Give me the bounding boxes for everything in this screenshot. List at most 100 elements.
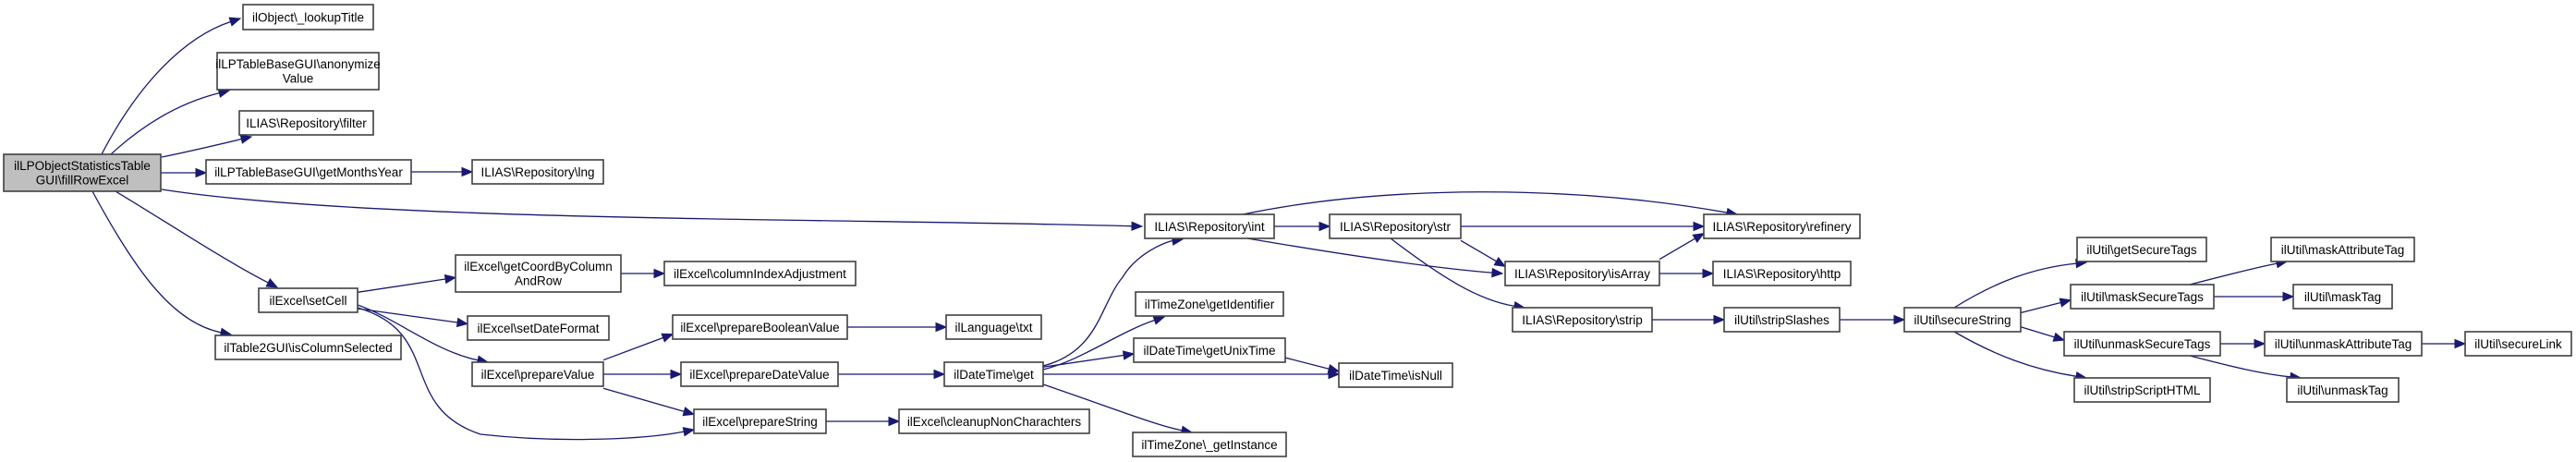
function-node[interactable]: ilLPTableBaseGUI\getMonthsYear bbox=[205, 159, 412, 185]
function-node[interactable]: ilUtil\unmaskSecureTags bbox=[2063, 331, 2221, 357]
edge-line bbox=[357, 308, 458, 323]
node-label: ilDateTime\get bbox=[954, 368, 1034, 382]
edge-line bbox=[101, 20, 231, 155]
edge-maskSecureTags-to-maskTag bbox=[2214, 291, 2295, 302]
node-label: ilUtil\maskTag bbox=[2304, 290, 2381, 304]
node-label: ilLPTableBaseGUI\getMonthsYear bbox=[214, 165, 403, 179]
function-node[interactable]: ILIAS\Repository\http bbox=[1712, 261, 1852, 286]
function-node[interactable]: ilDateTime\getUnixTime bbox=[1133, 337, 1286, 363]
function-node[interactable]: ilUtil\secureString bbox=[1903, 307, 2022, 333]
edge-stripSlashes-to-secureString bbox=[1840, 314, 1906, 325]
function-node[interactable]: ilExcel\setDateFormat bbox=[467, 315, 610, 341]
function-node[interactable]: ilUtil\unmaskTag bbox=[2286, 377, 2400, 403]
node-box bbox=[2073, 377, 2211, 403]
function-node[interactable]: ILIAS\Repository\lng bbox=[471, 159, 604, 185]
edge-root-to-filter bbox=[161, 134, 253, 158]
function-node[interactable]: ILIAS\Repository\str bbox=[1329, 213, 1462, 239]
arrowhead-icon bbox=[1713, 314, 1726, 325]
node-label: ilObject\_lookupTitle bbox=[252, 10, 364, 24]
function-node[interactable]: ilTable2GUI\isColumnSelected bbox=[214, 334, 402, 360]
edge-line bbox=[1242, 191, 1728, 215]
node-box bbox=[693, 408, 827, 434]
function-node[interactable]: ilUtil\stripSlashes bbox=[1723, 307, 1841, 333]
edge-line bbox=[602, 387, 685, 412]
node-box bbox=[945, 314, 1042, 340]
edge-line bbox=[1953, 262, 2077, 309]
node-label: ILIAS\Repository\refinery bbox=[1712, 220, 1851, 234]
node-label: ilUtil\stripSlashes bbox=[1734, 313, 1829, 327]
arrowhead-icon bbox=[933, 369, 946, 380]
function-node[interactable]: ilExcel\columnIndexAdjustment bbox=[663, 261, 857, 286]
function-node[interactable]: ilUtil\getSecureTags bbox=[2076, 237, 2207, 262]
edge-maskSecureTags-to-maskAttributeTag bbox=[2189, 259, 2289, 286]
function-node[interactable]: ilLanguage\txt bbox=[945, 314, 1042, 340]
function-node[interactable]: ilExcel\prepareDateValue bbox=[680, 361, 839, 387]
node-label: ilExcel\columnIndexAdjustment bbox=[674, 267, 846, 281]
node-box bbox=[680, 361, 839, 387]
function-node[interactable]: ILIAS\Repository\filter bbox=[238, 110, 374, 136]
arrowhead-icon bbox=[1493, 257, 1507, 268]
node-label: ilExcel\setDateFormat bbox=[477, 322, 599, 335]
function-node[interactable]: ILIAS\Repository\int bbox=[1144, 213, 1275, 239]
node-label: ILIAS\Repository\lng bbox=[480, 165, 594, 179]
function-node[interactable]: ILIAS\Repository\refinery bbox=[1703, 213, 1861, 239]
function-node[interactable]: ilUtil\stripScriptHTML bbox=[2073, 377, 2211, 403]
arrowhead-icon bbox=[1327, 364, 1341, 374]
node-label: ILIAS\Repository\str bbox=[1340, 220, 1452, 234]
function-node[interactable]: ilUtil\maskSecureTags bbox=[2070, 284, 2215, 310]
function-node[interactable]: ilExcel\cleanupNonCharachters bbox=[898, 408, 1090, 434]
node-label: ilUtil\unmaskTag bbox=[2297, 383, 2388, 397]
edge-prepareString-to-cleanup bbox=[826, 416, 901, 427]
node-label: ILIAS\Repository\filter bbox=[246, 116, 367, 130]
edge-prepareValue-to-prepareString bbox=[602, 387, 696, 417]
node-label: ilDateTime\getUnixTime bbox=[1143, 344, 1275, 358]
edge-dateTimeGet-to-isNull bbox=[1043, 369, 1341, 380]
node-box bbox=[205, 159, 412, 185]
edge-isArray-to-refinery bbox=[1659, 232, 1706, 261]
function-node[interactable]: ilUtil\maskTag bbox=[2292, 284, 2393, 310]
edge-line bbox=[602, 336, 663, 361]
function-node[interactable]: ilExcel\prepareString bbox=[693, 408, 827, 434]
edge-line bbox=[357, 278, 446, 293]
edge-line bbox=[1659, 237, 1695, 261]
arrowhead-icon bbox=[2454, 338, 2467, 349]
arrowhead-icon bbox=[1491, 267, 1504, 278]
node-box bbox=[471, 159, 604, 185]
function-node[interactable]: ilExcel\setCell bbox=[258, 287, 358, 313]
function-node[interactable]: ilUtil\maskAttributeTag bbox=[2270, 237, 2415, 262]
edge-str-to-isArray bbox=[1460, 239, 1507, 268]
arrowhead-icon bbox=[239, 134, 253, 144]
function-node[interactable]: ilObject\_lookupTitle bbox=[242, 4, 374, 30]
arrowhead-icon bbox=[682, 407, 696, 417]
function-node[interactable]: ilExcel\prepareValue bbox=[471, 361, 604, 387]
root-function-node[interactable]: ilLPObjectStatisticsTableGUI\fillRowExce… bbox=[3, 153, 162, 192]
arrowhead-icon bbox=[1122, 350, 1136, 360]
function-node[interactable]: ILIAS\Repository\strip bbox=[1512, 307, 1653, 333]
node-label: ilExcel\prepareBooleanValue bbox=[680, 321, 839, 334]
edge-line bbox=[1390, 237, 1515, 307]
arrowhead-icon bbox=[265, 278, 279, 288]
node-label: ilUtil\secureString bbox=[1914, 313, 2011, 327]
function-node[interactable]: ilDateTime\get bbox=[943, 361, 1044, 387]
node-label: ilExcel\getCoordByColumn bbox=[464, 260, 613, 274]
function-node[interactable]: ilDateTime\isNull bbox=[1338, 362, 1453, 388]
edge-secureString-to-maskSecureTags bbox=[2020, 298, 2072, 314]
node-label: ilUtil\maskSecureTags bbox=[2081, 290, 2204, 304]
function-node[interactable]: ilTimeZone\_getInstance bbox=[1132, 432, 1287, 457]
function-node[interactable]: ilUtil\secureLink bbox=[2464, 331, 2572, 357]
function-node[interactable]: ilExcel\prepareBooleanValue bbox=[672, 314, 848, 340]
function-node[interactable]: ILIAS\Repository\isArray bbox=[1504, 261, 1660, 286]
node-box bbox=[1512, 307, 1653, 333]
node-label: ilExcel\setCell bbox=[269, 294, 346, 308]
arrowhead-icon bbox=[2052, 332, 2066, 342]
node-box bbox=[1329, 213, 1462, 239]
node-box bbox=[2070, 284, 2215, 310]
edges-layer bbox=[91, 17, 2467, 441]
function-node[interactable]: ilTimeZone\getIdentifier bbox=[1135, 291, 1284, 317]
arrowhead-icon bbox=[1702, 268, 1715, 279]
function-node[interactable]: ilUtil\unmaskAttributeTag bbox=[2264, 331, 2423, 357]
edge-unmaskSecureTags-to-unmaskAttributeTag bbox=[2220, 338, 2266, 349]
